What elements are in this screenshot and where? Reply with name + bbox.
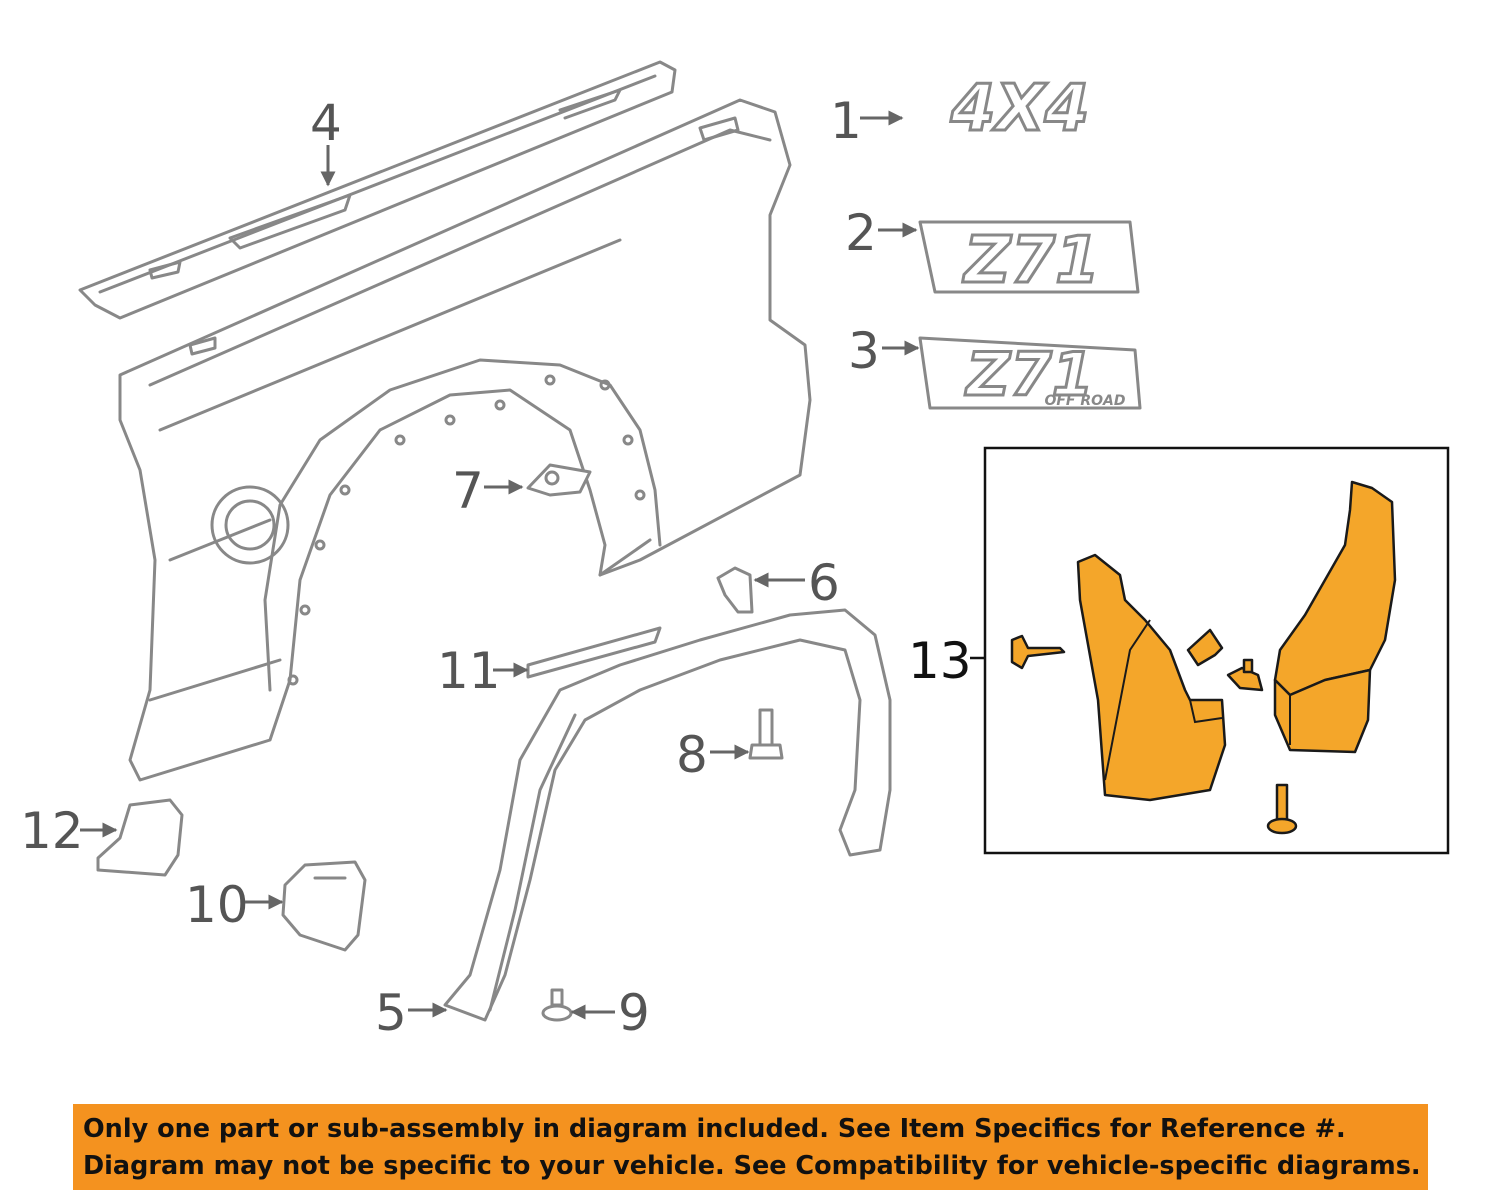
callout-2: 2: [845, 204, 877, 262]
lower-bracket: [96, 798, 184, 877]
svg-text:Z71: Z71: [962, 224, 1099, 298]
mud-flap-kit-box: [983, 446, 1450, 855]
badge-4x4: 4X4: [948, 71, 1090, 148]
callout-7: 7: [452, 462, 484, 520]
callout-12: 12: [20, 802, 84, 860]
callouts: 1 2 3 4 5 6 7 8 9 10 11 12 13: [20, 92, 985, 1042]
callout-3: 3: [848, 322, 880, 380]
off-road-label: OFF ROAD: [1044, 393, 1125, 409]
callout-11: 11: [437, 642, 501, 700]
callout-10: 10: [185, 876, 249, 934]
callout-1: 1: [830, 92, 862, 150]
callout-9: 9: [618, 984, 650, 1042]
disclaimer-line-1: Only one part or sub-assembly in diagram…: [83, 1114, 1346, 1144]
disclaimer-line-2: Diagram may not be specific to your vehi…: [83, 1151, 1421, 1181]
badge-z71-off-road: Z71 OFF ROAD: [918, 336, 1142, 412]
callout-4: 4: [310, 94, 342, 152]
wheel-flare: [443, 608, 892, 1022]
bolt: [748, 708, 784, 760]
flare-bracket: [716, 566, 754, 614]
callout-5: 5: [375, 984, 407, 1042]
svg-text:Z71: Z71: [964, 340, 1093, 410]
retainer-clip: [526, 463, 592, 497]
bed-rail-cap: [78, 60, 677, 320]
end-cap: [281, 860, 367, 952]
callout-8: 8: [676, 726, 708, 784]
svg-text:4X4: 4X4: [950, 72, 1089, 146]
disclaimer-banner: Only one part or sub-assembly in diagram…: [73, 1104, 1428, 1190]
badge-z71: Z71: [918, 220, 1140, 300]
callout-13: 13: [908, 632, 972, 690]
push-pin: [541, 988, 573, 1022]
callout-6: 6: [808, 554, 840, 612]
bed-side-panel: [118, 98, 812, 782]
